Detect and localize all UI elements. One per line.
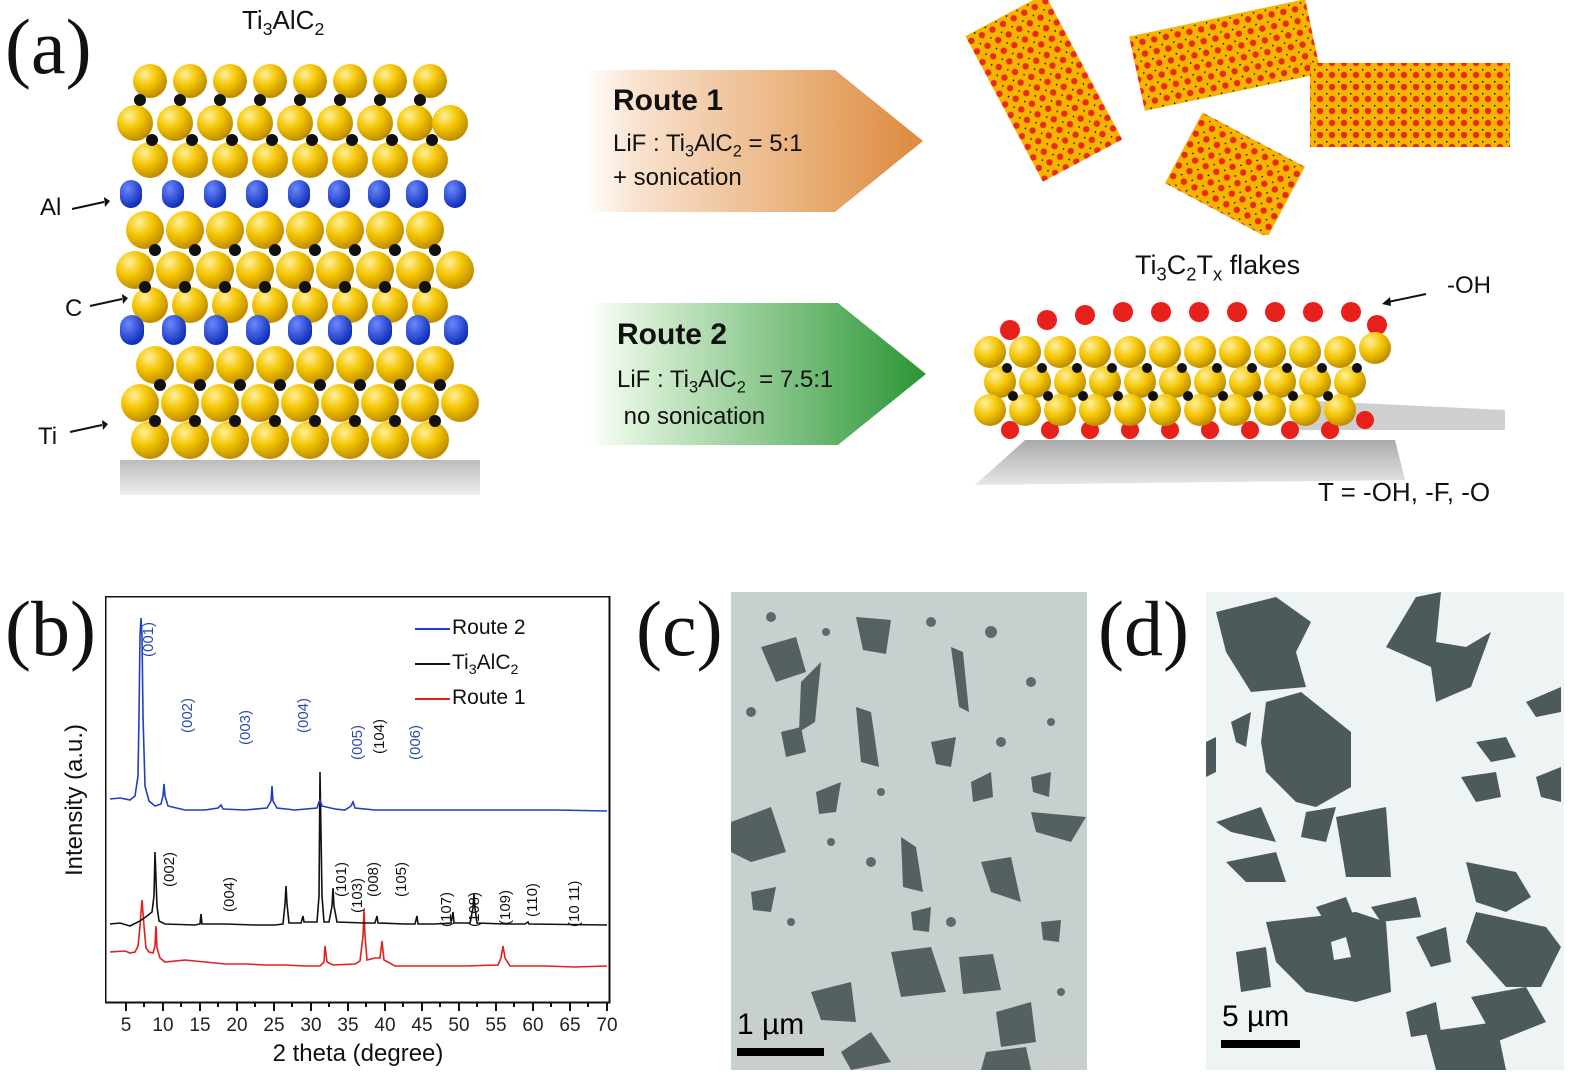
x-tick-label: 40 [374, 1015, 396, 1036]
ratio-sub: 2 [736, 378, 746, 397]
panel-c-label: (c) [636, 585, 723, 672]
legend-route-1: Route 1 [452, 686, 526, 709]
ratio-sub: 3 [685, 142, 695, 161]
ratio-part: LiF : Ti [613, 130, 686, 157]
peak-label: (107) [438, 891, 455, 927]
scale-label-c: 1 µm [737, 1008, 805, 1041]
legend-ti3alc2: Ti3AlC2 [452, 651, 519, 678]
panel-b-label: (b) [5, 585, 96, 672]
x-tick-label: 45 [411, 1015, 433, 1036]
route-2-ratio: LiF : Ti3AlC2 = 7.5:1 [617, 366, 833, 398]
formula-part: AlC [272, 5, 315, 35]
x-tick-label: 10 [152, 1015, 174, 1036]
x-tick-label: 5 [120, 1015, 132, 1036]
x-tick-label: 15 [189, 1015, 211, 1036]
ratio-part: LiF : Ti [617, 366, 690, 393]
name-sub: 2 [1186, 263, 1197, 285]
product-name: Ti3C2Tx flakes [1135, 250, 1300, 285]
x-tick-label: 60 [522, 1015, 544, 1036]
route-1-ratio: LiF : Ti3AlC2 = 5:1 [613, 130, 803, 162]
name-part: T [1196, 250, 1213, 280]
x-axis-ticks [125, 1003, 608, 1011]
panel-d-label: (d) [1098, 585, 1189, 672]
formula-part: Ti [242, 5, 263, 35]
x-tick-label: 55 [485, 1015, 507, 1036]
peak-label: (008) [365, 861, 382, 897]
name-part: C [1166, 250, 1187, 280]
peak-label: (101) [333, 861, 350, 897]
formula-sub: 2 [314, 19, 325, 40]
legend-route-2: Route 2 [452, 616, 526, 639]
precursor-formula: Ti3AlC2 [242, 5, 324, 40]
series-ti3alc2 [109, 771, 608, 927]
x-tick-label: 70 [596, 1015, 618, 1036]
peak-label: (110) [524, 883, 541, 917]
peak-label: (004) [221, 876, 238, 912]
series-route-2 [109, 617, 608, 812]
peak-label: (004) [295, 697, 312, 733]
arrow-right-icon [69, 420, 108, 433]
peak-label: (005) [349, 724, 366, 760]
route-2-condition: no sonication [617, 403, 766, 430]
ratio-sub: 2 [732, 142, 742, 161]
peak-label: (108) [466, 891, 483, 927]
route-1-arrow [585, 70, 923, 212]
x-axis-label: 2 theta (degree) [272, 1040, 444, 1067]
arrow-left-icon [1382, 293, 1427, 306]
atom-label-ti: Ti [38, 423, 58, 450]
name-sub: x [1212, 263, 1223, 285]
ratio-part: AlC [694, 130, 733, 157]
peak-label: (006) [407, 724, 424, 760]
x-tick-label: 30 [300, 1015, 322, 1036]
arrow-right-icon [71, 197, 110, 210]
route-1-small-flakes [965, 0, 1510, 235]
peak-label: (109) [497, 889, 514, 925]
panel-a-label: (a) [5, 3, 92, 90]
peak-label: (003) [237, 709, 254, 745]
x-tick-label: 50 [448, 1015, 470, 1036]
x-tick-label: 35 [337, 1015, 359, 1036]
termination-note: T = -OH, -F, -O [1318, 477, 1491, 507]
name-part: flakes [1222, 250, 1301, 280]
peak-label: (001) [140, 621, 157, 657]
peak-label: (002) [179, 697, 196, 733]
name-part: Ti [1135, 250, 1157, 280]
x-tick-label: 65 [559, 1015, 581, 1036]
x-tick-label: 25 [263, 1015, 285, 1036]
scale-bar-c [737, 1048, 824, 1056]
name-sub: 3 [1156, 263, 1167, 285]
x-tick-label: 20 [226, 1015, 248, 1036]
route-2-arrow [588, 303, 926, 445]
y-axis-label: Intensity (a.u.) [61, 723, 88, 877]
route-2-title: Route 2 [617, 318, 728, 351]
ti3alc2-crystal-structure [116, 64, 480, 495]
peak-label: (10 11) [566, 880, 583, 927]
ratio-sub: 3 [689, 378, 699, 397]
legend [415, 628, 450, 700]
formula-sub: 3 [262, 19, 273, 40]
ratio-part: = 5:1 [741, 130, 803, 157]
route-2-large-flake [974, 302, 1505, 485]
scale-label-d: 5 µm [1222, 1000, 1290, 1033]
ratio-part: AlC [698, 366, 737, 393]
atom-label-al: Al [40, 194, 62, 221]
micrograph-c [731, 592, 1087, 1070]
atom-label-c: C [65, 295, 83, 322]
ratio-part: = 7.5:1 [745, 366, 834, 393]
peak-label: (105) [393, 861, 410, 897]
scale-bar-d [1221, 1040, 1300, 1048]
peak-label: (103) [349, 877, 366, 913]
series-route-1 [109, 899, 608, 968]
peak-label: (104) [371, 718, 388, 754]
route-1-title: Route 1 [613, 84, 724, 117]
peak-label: (002) [161, 851, 178, 887]
micrograph-d [1206, 592, 1564, 1070]
route-1-condition: + sonication [613, 164, 742, 191]
oh-label: -OH [1447, 272, 1491, 299]
xrd-chart [105, 596, 611, 1011]
arrow-right-icon [89, 294, 128, 307]
